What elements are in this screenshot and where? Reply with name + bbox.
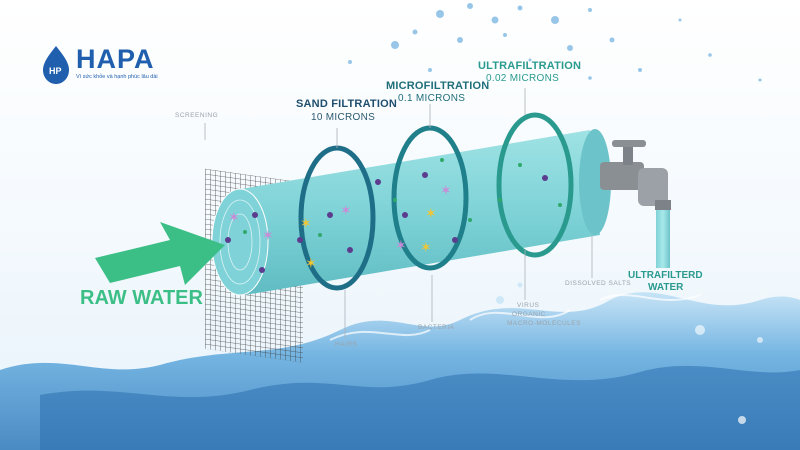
bubbles <box>348 3 762 82</box>
ultrafiltration-size: 0.02 MICRONS <box>486 73 560 84</box>
organic-label: ORGANIC <box>512 311 546 318</box>
ultrafiltered-water-label-line2: WATER <box>648 282 684 293</box>
sand-filtration-size: 10 MICRONS <box>311 112 376 123</box>
particles: ✶ ✶ ✶ ✶ ✶ ✶ ✶ ✶ ✶ <box>225 158 562 273</box>
sand-filtration-title: SAND FILTRATION <box>296 98 397 110</box>
ultrafiltration-title: ULTRAFILTRATION <box>478 60 582 72</box>
microfiltration-size: 0.1 MICRONS <box>398 93 466 104</box>
dissolved-salts-label: DISSOLVED SALTS <box>565 280 632 287</box>
svg-text:✶: ✶ <box>262 227 274 243</box>
svg-text:✶: ✶ <box>395 237 407 253</box>
macro-molecules-label: MACRO-MOLECULES <box>507 320 581 327</box>
svg-text:✶: ✶ <box>425 205 437 221</box>
ultra-filter-ring <box>496 112 574 258</box>
bacteria-label: BACTERIA <box>418 324 455 331</box>
brand-tagline: Vì sức khỏe và hạnh phúc lâu dài <box>76 74 158 80</box>
water-splash <box>0 282 800 450</box>
brand-name: HAPA <box>76 44 155 74</box>
faucet-icon <box>600 140 671 268</box>
water-drop-logo-icon: HP <box>43 46 69 84</box>
svg-text:✶: ✶ <box>420 239 432 255</box>
svg-text:✶: ✶ <box>228 209 240 225</box>
brand-logo: HAPA Vì sức khỏe và hạnh phúc lâu dài <box>42 44 192 84</box>
leader-lines <box>204 88 593 338</box>
microfiltration-title: MICROFILTRATION <box>386 80 490 92</box>
virus-label: VIRUS <box>517 302 540 309</box>
hairs-label: HAIRS <box>335 341 358 348</box>
screening-label: SCREENING <box>175 112 219 119</box>
svg-text:✶: ✶ <box>440 182 452 198</box>
svg-text:✶: ✶ <box>340 202 352 218</box>
svg-text:✶: ✶ <box>305 255 317 271</box>
raw-water-label: RAW WATER <box>80 287 203 309</box>
filter-pipe <box>211 129 611 296</box>
arrow-right-icon <box>95 222 225 285</box>
svg-text:HP: HP <box>49 66 62 76</box>
ultrafiltered-water-label-line1: ULTRAFILTERD <box>628 270 703 281</box>
svg-text:✶: ✶ <box>300 215 312 231</box>
